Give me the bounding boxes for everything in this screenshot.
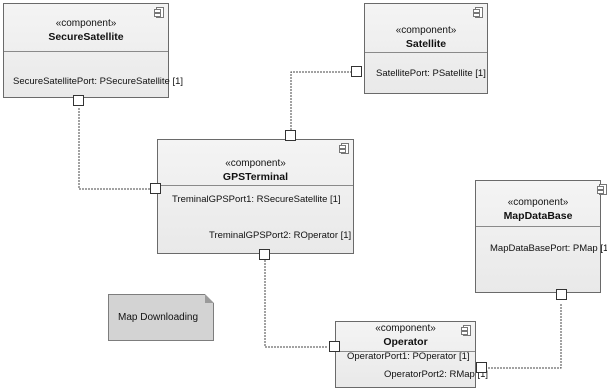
stereotype-label: «component» bbox=[55, 18, 117, 29]
port-secure-satellite[interactable] bbox=[73, 95, 84, 106]
note-fold-corner bbox=[205, 294, 214, 303]
component-satellite[interactable]: «component» Satellite SatellitePort: PSa… bbox=[364, 3, 488, 94]
port-label: SecureSatellitePort: PSecureSatellite [1… bbox=[13, 76, 184, 87]
component-secure-satellite[interactable]: «component» SecureSatellite SecureSatell… bbox=[3, 3, 183, 98]
port-label-1: OperatorPort1: POperator [1] bbox=[347, 351, 470, 362]
component-icon bbox=[461, 325, 471, 336]
stereotype-label: «component» bbox=[395, 25, 457, 36]
connector-gps-terminal-operator[interactable] bbox=[264, 260, 328, 348]
component-name: MapDataBase bbox=[503, 210, 573, 222]
port-operator-right[interactable] bbox=[476, 362, 487, 373]
stereotype-label: «component» bbox=[507, 197, 569, 208]
port-gps-terminal-left[interactable] bbox=[150, 183, 161, 194]
stereotype-label: «component» bbox=[375, 323, 436, 334]
connector-map-data-base-operator[interactable] bbox=[487, 304, 562, 369]
note-text: Map Downloading bbox=[118, 312, 199, 323]
connector-satellite-gps-terminal[interactable] bbox=[290, 71, 352, 130]
component-icon bbox=[597, 184, 607, 195]
port-label-2: OperatorPort2: RMap [1] bbox=[384, 369, 489, 380]
port-gps-terminal-top[interactable] bbox=[285, 130, 296, 141]
port-satellite[interactable] bbox=[351, 66, 362, 77]
component-name: GPSTerminal bbox=[222, 171, 289, 183]
note-map-downloading[interactable]: Map Downloading bbox=[108, 294, 214, 341]
component-gps-terminal[interactable]: «component» GPSTerminal TreminalGPSPort1… bbox=[157, 139, 354, 254]
component-name: Operator bbox=[383, 336, 428, 348]
component-operator[interactable]: «component» Operator OperatorPort1: POpe… bbox=[335, 321, 488, 388]
component-icon bbox=[339, 143, 349, 154]
stereotype-label: «component» bbox=[225, 158, 286, 169]
component-icon bbox=[473, 7, 483, 18]
port-label: SatellitePort: PSatellite [1] bbox=[376, 68, 486, 79]
port-label-1: TreminalGPSPort1: RSecureSatellite [1] bbox=[172, 194, 341, 205]
port-operator-left[interactable] bbox=[329, 341, 340, 352]
port-label: MapDataBasePort: PMap [1] bbox=[490, 243, 607, 254]
port-label-2: TreminalGPSPort2: ROperator [1] bbox=[209, 230, 352, 241]
component-icon bbox=[154, 7, 164, 18]
port-map-data-base[interactable] bbox=[556, 289, 567, 300]
component-map-data-base[interactable]: «component» MapDataBase MapDataBasePort:… bbox=[475, 180, 607, 293]
port-gps-terminal-bottom[interactable] bbox=[259, 249, 270, 260]
connector-secure-satellite-gps-terminal[interactable] bbox=[78, 108, 150, 190]
component-name: SecureSatellite bbox=[48, 31, 124, 43]
component-name: Satellite bbox=[405, 38, 447, 50]
